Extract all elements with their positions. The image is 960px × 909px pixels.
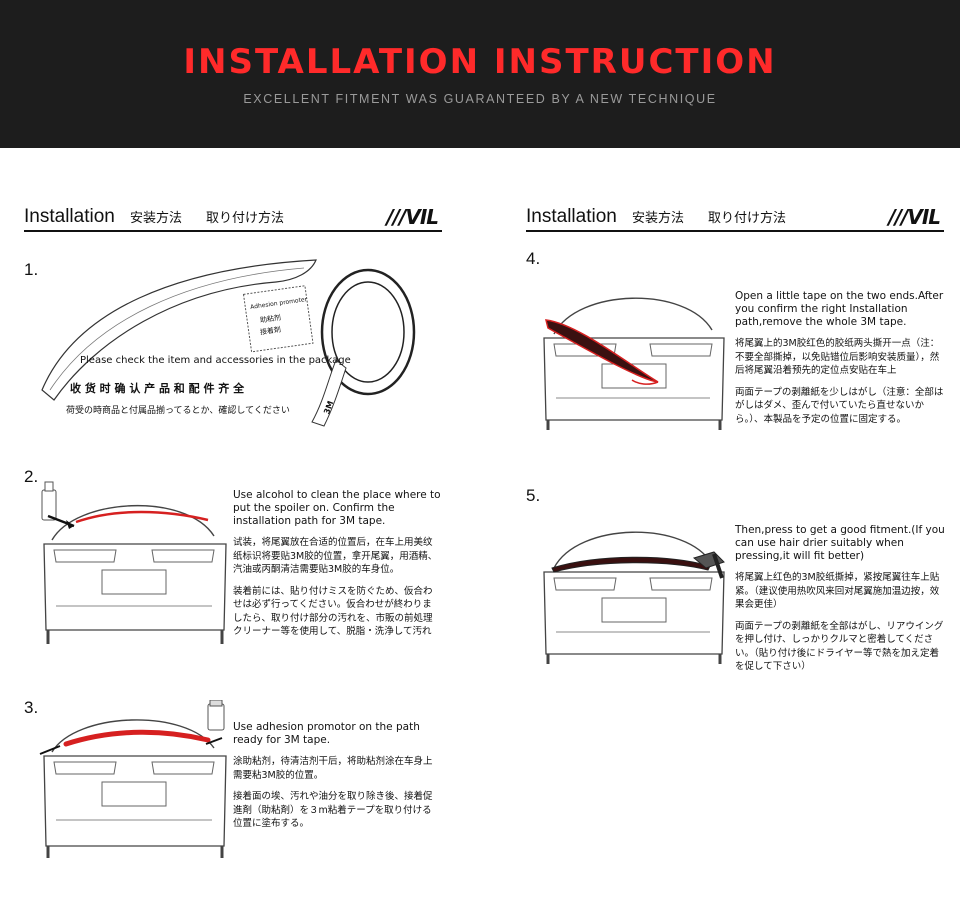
step-2-car-illustration — [41, 481, 227, 644]
page-title: INSTALLATION INSTRUCTION — [183, 42, 777, 82]
step-3-ja: 接着面の埃、汚れや油分を取り除き後、接着促進剤（助粘剤）を３m粘着テープを取り付… — [233, 791, 433, 829]
header-banner: INSTALLATION INSTRUCTION EXCELLENT FITME… — [0, 0, 960, 148]
step-5-text: Then,press to get a good fitment.(If you… — [735, 524, 945, 674]
step-2-text: Use alcohol to clean the place where to … — [233, 489, 441, 639]
step-3-number: 3. — [24, 698, 39, 717]
step-4-en: Open a little tape on the two ends.After… — [735, 290, 944, 328]
step-4-text: Open a little tape on the two ends.After… — [735, 290, 945, 426]
step-5-zh: 将尾翼上红色的3M胶纸撕掉，紧按尾翼往车上贴紧。（建议使用热吹风来回对尾翼施加温… — [735, 572, 940, 610]
step-5-number: 5. — [526, 486, 541, 505]
step-3-text: Use adhesion promotor on the path ready … — [233, 721, 441, 831]
left-panel-header: Installation 安装方法 取り付け方法 ///VIL — [24, 200, 442, 232]
step-3-zh: 涂助粘剂，待清洁剂干后，将助粘剂涂在车身上需要粘3M胶的位置。 — [233, 756, 433, 781]
step-1-caption-en: Please check the item and accessories in… — [80, 355, 351, 366]
step-4-number: 4. — [526, 249, 541, 268]
brand-logo: ///VIL — [386, 205, 439, 229]
header-installation-zh: 安装方法 — [130, 211, 183, 226]
step-5-ja: 両面テープの剥離紙を全部はがし、リアウイングを押し付け、しっかりクルマと密着して… — [735, 620, 944, 673]
step-4-zh: 将尾翼上的3M胶红色的胶纸两头撕开一点（注：不要全部撕掉，以免贴错位后影响安装质… — [735, 338, 940, 376]
page-subtitle: EXCELLENT FITMENT WAS GUARANTEED BY A NE… — [243, 92, 717, 106]
header-installation-zh: 安装方法 — [632, 211, 685, 226]
step-4-car-illustration — [543, 297, 725, 430]
step-2-ja: 装着前には、貼り付けミスを防ぐため、仮合わせは必ず行ってください。仮合わせが終わ… — [233, 585, 433, 638]
step-1-caption-ja: 荷受の時商品と付属品揃ってるとか、確認してください — [66, 406, 290, 416]
step-2-zh: 试装，将尾翼放在合适的位置后，在车上用美纹纸标识将要贴3M胶的位置，拿开尾翼，用… — [233, 537, 438, 575]
header-installation-en: Installation — [24, 206, 115, 227]
header-installation-en: Installation — [526, 206, 617, 227]
step-2-number: 2. — [24, 467, 39, 486]
header-installation-ja: 取り付け方法 — [206, 211, 285, 226]
right-panel-header: Installation 安装方法 取り付け方法 ///VIL — [526, 200, 944, 232]
step-4-ja: 両面テープの剥離紙を少しはがし（注意：全部はがしはダメ、歪んで付いていたら直せな… — [735, 386, 944, 425]
step-1-number: 1. — [24, 260, 39, 279]
step-1-illustration — [41, 259, 416, 427]
brand-logo: ///VIL — [888, 205, 941, 229]
header-installation-ja: 取り付け方法 — [708, 211, 787, 226]
step-5-en: Then,press to get a good fitment.(If you… — [735, 524, 945, 562]
step-1-caption-zh: 收 货 时 确 认 产 品 和 配 件 齐 全 — [70, 382, 245, 395]
step-3-en: Use adhesion promotor on the path ready … — [233, 721, 420, 746]
step-2-en: Use alcohol to clean the place where to … — [233, 489, 441, 527]
step-5-car-illustration — [543, 531, 725, 664]
step-3-car-illustration — [39, 700, 227, 858]
